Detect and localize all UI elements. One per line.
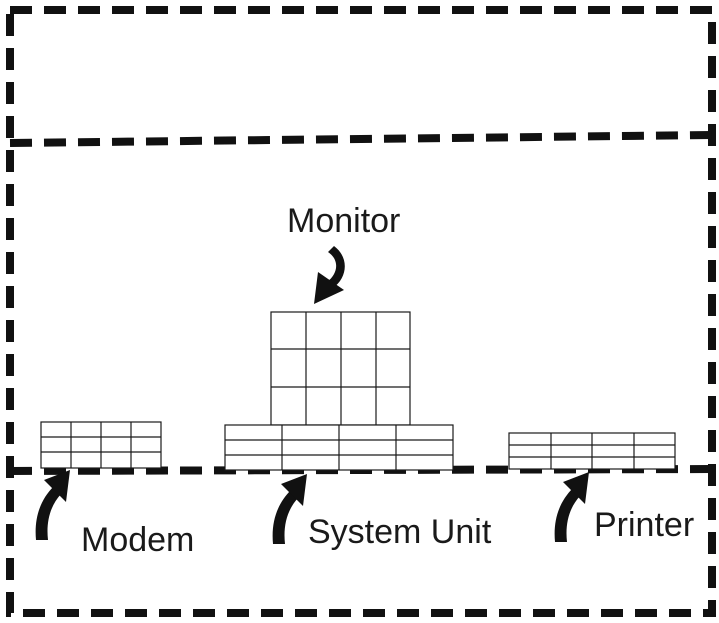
modem-label: Modem (81, 521, 194, 559)
monitor-label: Monitor (287, 202, 400, 240)
modem-arrow-icon (35, 470, 70, 540)
printer-block (508, 432, 676, 470)
system-unit-arrow-icon (272, 474, 307, 544)
printer-arrow-icon (554, 472, 589, 542)
printer-label: Printer (594, 506, 694, 544)
system-unit-block (224, 424, 454, 471)
outer-frame (6, 6, 716, 617)
upper-divider (9, 131, 713, 147)
monitor-arrow-icon (314, 246, 345, 304)
monitor-block (270, 311, 411, 426)
system-unit-label: System Unit (308, 513, 492, 551)
modem-block (40, 421, 162, 469)
